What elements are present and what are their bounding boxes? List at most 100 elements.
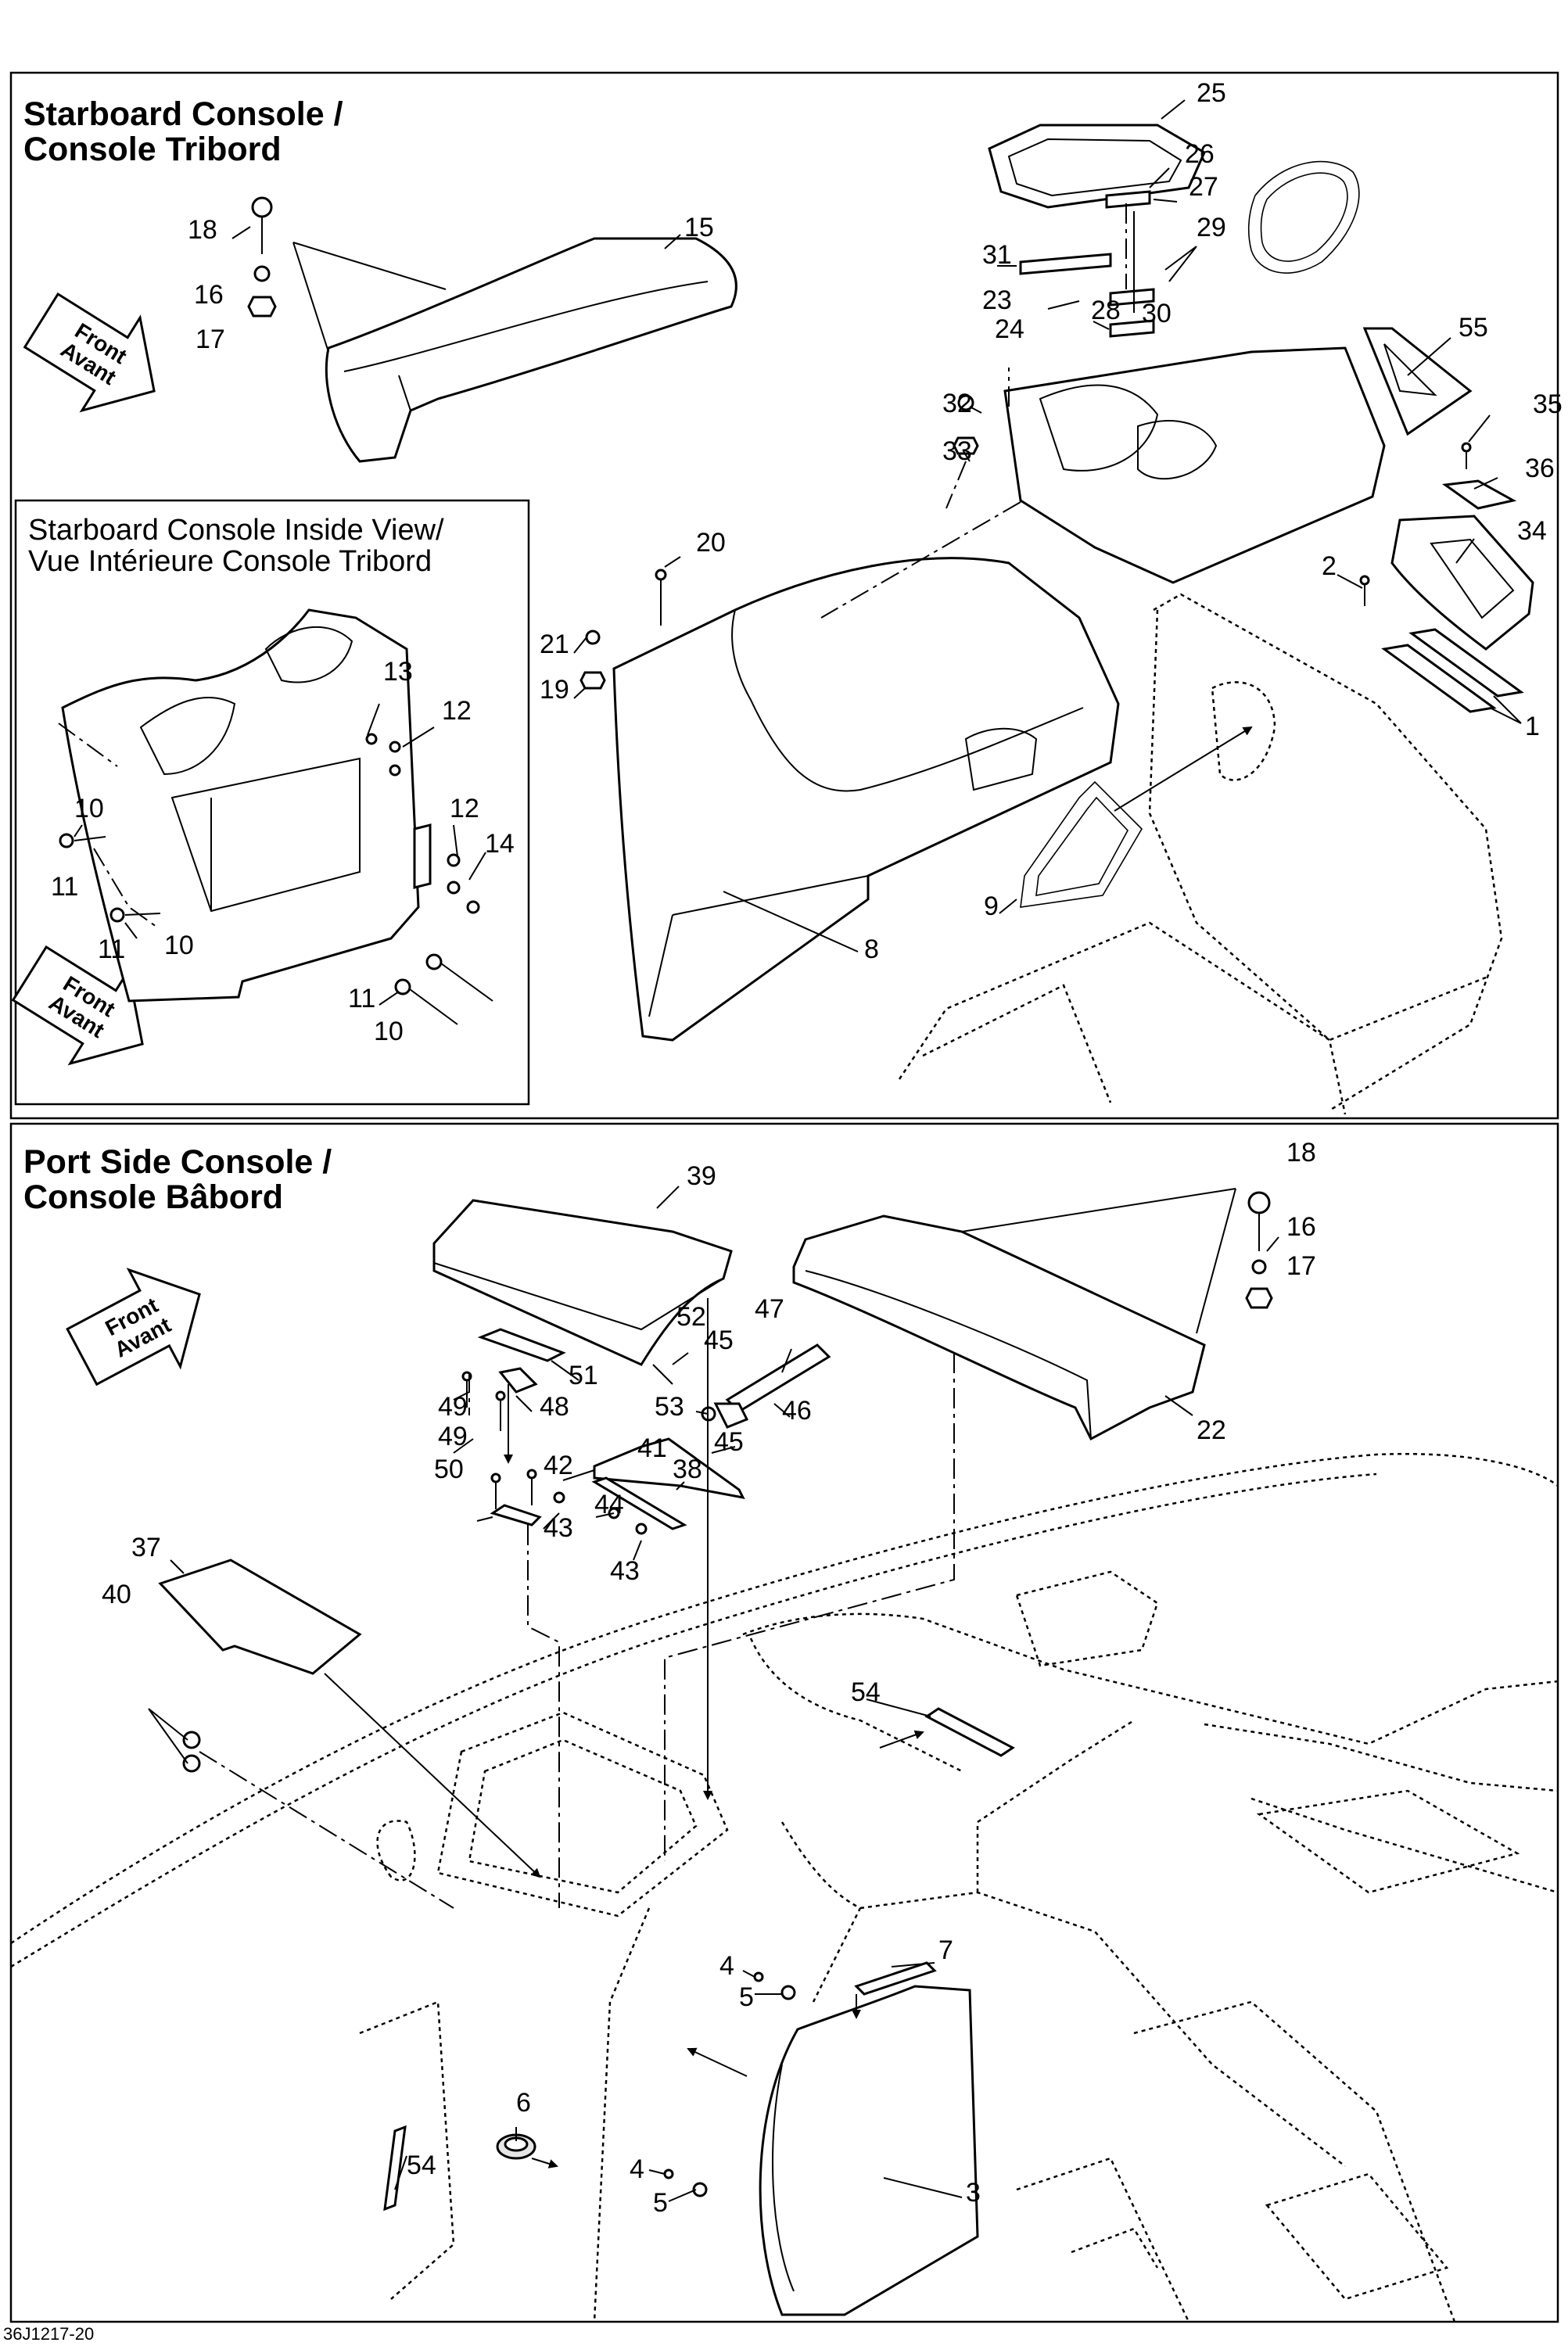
fasteners-port	[182, 1191, 1273, 2197]
callout-starboard-17: 17	[196, 325, 225, 354]
callout-port-5: 5	[653, 2188, 668, 2218]
front-arrow-starboard: Front Avant	[23, 292, 156, 413]
gasket-ring	[1247, 160, 1360, 274]
callout-starboard-34: 34	[1517, 516, 1547, 546]
callout-port-5: 5	[739, 1982, 754, 2012]
callout-port-52: 52	[676, 1302, 706, 1332]
starboard-section-frame	[9, 71, 1559, 1120]
port-section-frame	[9, 1122, 1559, 2323]
callout-port-48: 48	[540, 1392, 569, 1422]
plates-51-50-48	[477, 1328, 566, 1526]
callout-port-4: 4	[719, 1951, 734, 1981]
fasteners-starboard	[247, 190, 1517, 690]
callout-port-4: 4	[630, 2154, 644, 2184]
lid-39	[432, 1199, 733, 1366]
callout-port-37: 37	[131, 1533, 161, 1562]
drawing-code: 36J1217-20	[3, 2324, 94, 2344]
callout-port-38: 38	[673, 1455, 702, 1484]
callout-inset-10: 10	[374, 1017, 404, 1046]
callout-starboard-33: 33	[942, 436, 972, 466]
plug-6	[496, 2133, 536, 2160]
callout-starboard-28: 28	[1091, 296, 1121, 325]
callout-port-53: 53	[655, 1392, 684, 1422]
callout-starboard-25: 25	[1197, 78, 1226, 108]
callout-port-51: 51	[569, 1361, 598, 1390]
callout-starboard-26: 26	[1185, 139, 1215, 169]
inset-frame	[14, 499, 530, 1106]
callout-starboard-24: 24	[995, 314, 1024, 344]
leader-lines	[58, 99, 1522, 2202]
callout-starboard-31: 31	[982, 240, 1012, 270]
hull-outline-port	[10, 1453, 1559, 2323]
callout-port-54: 54	[407, 2150, 436, 2180]
callout-starboard-8: 8	[864, 934, 879, 964]
callout-starboard-2: 2	[1322, 551, 1337, 581]
callout-port-47: 47	[755, 1294, 784, 1324]
callout-starboard-21: 21	[540, 630, 569, 659]
callout-port-40: 40	[102, 1580, 131, 1609]
callout-port-49: 49	[438, 1392, 468, 1422]
callout-port-44: 44	[594, 1490, 624, 1519]
port-title-line1: Port Side Console /	[23, 1143, 332, 1181]
callout-starboard-32: 32	[942, 389, 972, 418]
callout-port-54: 54	[851, 1677, 881, 1707]
callout-starboard-15: 15	[684, 213, 714, 242]
starboard-title-line1: Starboard Console /	[23, 95, 343, 133]
callout-port-18: 18	[1286, 1138, 1316, 1168]
hinge-46	[713, 1343, 831, 1429]
callout-inset-12: 12	[442, 696, 472, 726]
panel-3	[759, 1985, 979, 2316]
callout-port-45: 45	[714, 1427, 744, 1457]
callout-port-22: 22	[1197, 1415, 1226, 1445]
front-arrow-inset: Front Avant	[11, 945, 144, 1066]
callout-port-41: 41	[637, 1433, 667, 1463]
callout-starboard-16: 16	[194, 280, 224, 310]
inset-title-line1: Starboard Console Inside View/	[28, 514, 444, 547]
callout-inset-11: 11	[51, 872, 78, 902]
armrest-22	[792, 1214, 1206, 1441]
callout-starboard-19: 19	[540, 675, 569, 705]
dash-assembly	[1003, 346, 1386, 584]
bracket-41	[591, 1437, 745, 1530]
callout-port-42: 42	[544, 1451, 573, 1480]
callout-port-49: 49	[438, 1422, 468, 1451]
callout-inset-13: 13	[383, 657, 413, 687]
callout-inset-10: 10	[74, 794, 104, 823]
callout-inset-10: 10	[164, 931, 194, 960]
part-34	[1390, 515, 1534, 651]
callout-starboard-1: 1	[1525, 712, 1540, 741]
strip-7	[854, 1961, 937, 1996]
callout-port-46: 46	[782, 1396, 812, 1426]
inset-title-line2: Vue Intérieure Console Tribord	[28, 545, 432, 578]
callout-port-7: 7	[938, 1935, 953, 1965]
callout-inset-14: 14	[485, 829, 515, 859]
callout-starboard-36: 36	[1525, 454, 1555, 483]
callout-port-16: 16	[1286, 1212, 1316, 1242]
strip-54-left	[383, 2125, 407, 2211]
callout-starboard-29: 29	[1197, 213, 1226, 242]
callout-starboard-27: 27	[1189, 172, 1218, 202]
callout-port-17: 17	[1286, 1251, 1316, 1281]
front-arrow-port: Front Avant	[66, 1268, 201, 1386]
inset-console-inside	[61, 608, 432, 1003]
callout-starboard-23: 23	[982, 285, 1012, 315]
strip-54-top	[924, 1707, 1015, 1757]
callout-port-43: 43	[544, 1513, 573, 1543]
callout-inset-11: 11	[98, 934, 125, 964]
bars-1	[1381, 628, 1524, 713]
pad-37	[158, 1559, 362, 1675]
callout-starboard-20: 20	[696, 528, 726, 558]
part-55	[1362, 327, 1473, 436]
callout-port-45: 45	[704, 1325, 734, 1355]
callout-inset-12: 12	[450, 794, 479, 823]
armrest-15	[325, 237, 737, 463]
hull-outline-starboard	[898, 593, 1503, 1115]
callout-port-39: 39	[687, 1161, 716, 1191]
callout-starboard-35: 35	[1533, 389, 1563, 419]
seal-9	[1020, 780, 1143, 908]
callout-inset-11: 11	[348, 984, 375, 1013]
cover-25	[988, 124, 1206, 209]
callout-port-3: 3	[966, 2178, 981, 2208]
